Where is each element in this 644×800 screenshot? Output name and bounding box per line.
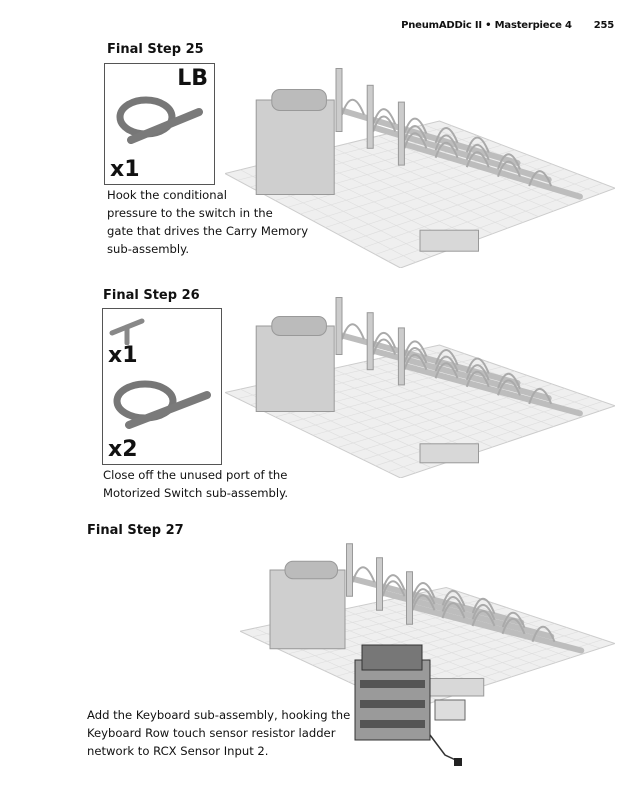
lb-badge: LB xyxy=(177,66,208,91)
t-connector-icon xyxy=(109,318,145,345)
step-26-title: Final Step 26 xyxy=(103,288,200,303)
step-26-assembly-illustration xyxy=(225,297,615,478)
text-line: Add the Keyboard sub-assembly, hooking t… xyxy=(87,708,351,722)
text-line: gate that drives the Carry Memory xyxy=(107,224,309,238)
step-25-assembly-illustration xyxy=(225,68,615,268)
step-25-text: Hook the conditional pressure to the swi… xyxy=(107,186,308,258)
running-header: PneumADDic II • Masterpiece 4 255 xyxy=(401,20,614,31)
step-25-parts-box: LB x1 xyxy=(104,63,215,185)
step-26-text: Close off the unused port of the Motoriz… xyxy=(103,466,288,502)
text-line: pressure to the switch in the xyxy=(107,206,273,220)
text-line: Close off the unused port of the xyxy=(103,468,288,482)
text-line: Keyboard Row touch sensor resistor ladde… xyxy=(87,726,336,740)
page-number: 255 xyxy=(593,20,614,31)
step-27-text: Add the Keyboard sub-assembly, hooking t… xyxy=(87,706,350,760)
text-line: Motorized Switch sub-assembly. xyxy=(103,486,289,500)
running-title: PneumADDic II • Masterpiece 4 xyxy=(401,20,572,31)
text-line: sub-assembly. xyxy=(107,242,190,256)
part-qty: x1 xyxy=(108,343,138,368)
text-line: Hook the conditional xyxy=(107,188,227,202)
part-qty: x2 xyxy=(108,437,138,462)
part-qty: x1 xyxy=(110,157,140,182)
step-25-title: Final Step 25 xyxy=(107,42,204,57)
keyboard-subassembly-illustration xyxy=(354,644,466,766)
step-27-title: Final Step 27 xyxy=(87,523,184,538)
step-26-parts-box: x1 x2 xyxy=(102,308,222,465)
text-line: network to RCX Sensor Input 2. xyxy=(87,744,269,758)
step-27-assembly-illustration xyxy=(240,543,615,710)
tube-coil-icon xyxy=(113,380,211,429)
tube-coil-icon xyxy=(116,96,203,144)
